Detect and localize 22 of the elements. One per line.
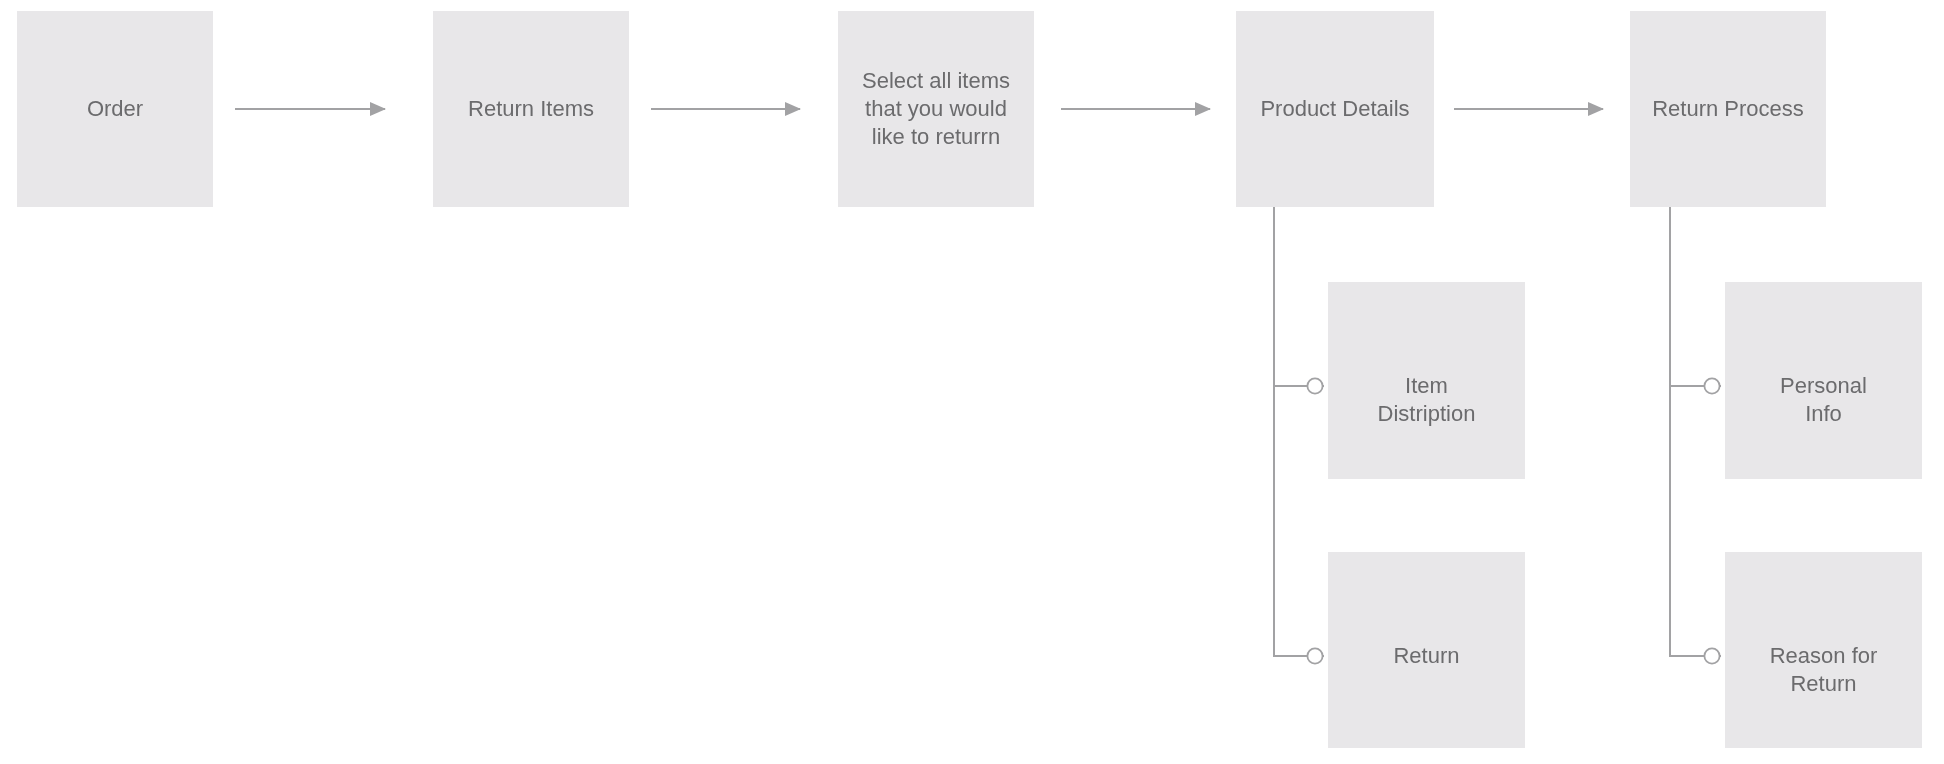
arrow <box>1060 102 1211 116</box>
process-box <box>1236 11 1434 207</box>
box-label: Item Distription <box>1376 372 1477 428</box>
box-label: Order <box>86 95 144 123</box>
process-box <box>1725 552 1922 748</box>
arrow <box>1453 102 1604 116</box>
box-label: Product Details <box>1260 95 1410 123</box>
box-label: Reason for Return <box>1768 642 1879 698</box>
box-label: Return Process <box>1652 95 1804 123</box>
process-box <box>433 11 629 207</box>
process-box <box>1630 11 1826 207</box>
process-box <box>17 11 213 207</box>
box-label: Return Items <box>468 95 594 123</box>
box-label: Return <box>1393 642 1460 670</box>
box-label: Select all items that you would like to returrn <box>861 67 1011 151</box>
process-box <box>838 11 1034 207</box>
arrow <box>650 102 801 116</box>
process-box <box>1328 282 1525 479</box>
process-box <box>1725 282 1922 479</box>
box-label: Personal Info <box>1779 372 1868 428</box>
arrow <box>234 102 386 116</box>
process-box <box>1328 552 1525 748</box>
